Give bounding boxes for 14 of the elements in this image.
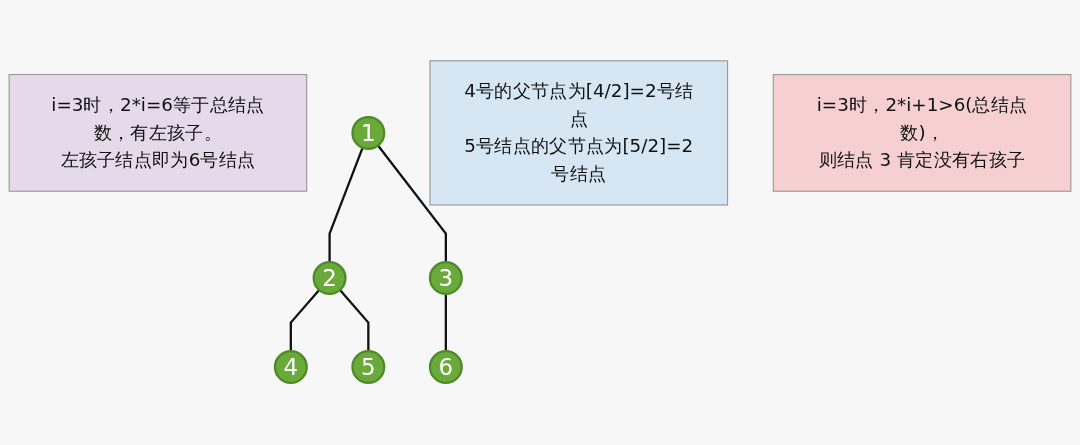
node-box: i=3时，2*i+1>6(总结点数)， 则结点 3 肯定没有右孩子 (772, 73, 1072, 192)
connector (339, 289, 370, 352)
node-circle: 5 (351, 350, 386, 385)
connector (328, 147, 364, 263)
node-circle: 6 (428, 350, 463, 385)
node-box: 4号的父节点为[4/2]=2号结点 5号结点的父节点为[5/2]=2号结点 (429, 60, 729, 206)
node-circle: 3 (428, 261, 463, 296)
node-circle: 4 (273, 350, 308, 385)
connector (444, 293, 447, 352)
node-circle: 1 (351, 115, 386, 150)
node-box: i=3时，2*i=6等于总结点数，有左孩子。 左孩子结点即为6号结点 (8, 73, 308, 192)
connector (377, 144, 447, 263)
connector (289, 289, 321, 352)
node-circle: 2 (312, 261, 347, 296)
